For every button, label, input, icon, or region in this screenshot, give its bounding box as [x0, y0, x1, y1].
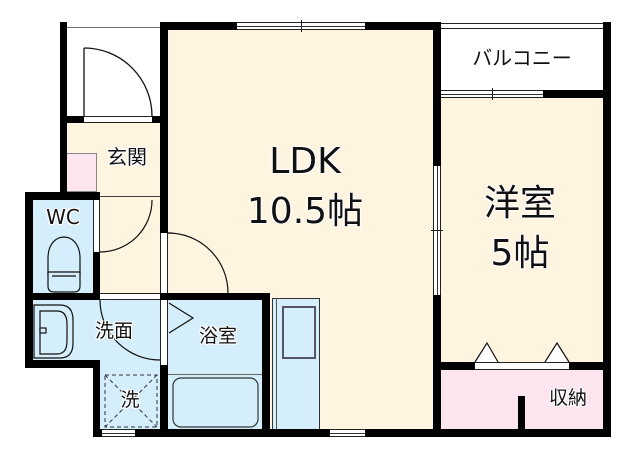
laundry-space-icon: [104, 374, 158, 428]
wc-door-opening: [93, 200, 100, 252]
ldk-window-divider: [301, 20, 302, 32]
wc-door-swing: [99, 199, 153, 253]
entrance-door-opening: [84, 116, 152, 123]
wc-label: WC: [46, 205, 80, 229]
kitchen-window: [330, 429, 365, 437]
balcony-label: バルコニー: [472, 46, 572, 70]
kitchen-sink: [282, 306, 316, 359]
bathroom-label: 浴室: [198, 325, 237, 347]
washbasin-icon: [33, 304, 74, 359]
washroom-door-swing: [99, 299, 161, 361]
entrance-step-line: [100, 196, 160, 197]
entrance-alcove-edge: [67, 27, 160, 28]
ldk-door-swing: [167, 232, 229, 294]
wall-washroom-bottom: [25, 360, 100, 368]
wall-bathroom-left: [160, 365, 168, 437]
wall-wc-left: [25, 192, 33, 368]
ldk-label: LDK: [269, 141, 341, 182]
laundry-label: 洗: [120, 389, 140, 411]
wall-wc-top: [25, 192, 100, 200]
bathroom-door-opening: [160, 300, 168, 365]
wall-wc-bottom: [25, 293, 100, 300]
laundry-window: [102, 429, 135, 437]
bathroom-folding-door-icon: [168, 302, 195, 334]
washroom-label: 洗面: [94, 320, 133, 342]
entrance-label: 玄関: [107, 145, 147, 169]
bathtub-icon: [172, 377, 259, 428]
wall-right: [603, 22, 611, 437]
entrance-door-swing: [83, 47, 153, 117]
toilet-icon: [47, 236, 81, 293]
closet-divider: [518, 396, 525, 430]
western-room-floor: [441, 98, 603, 362]
bath-floor-line: [168, 374, 262, 375]
ldk-size-label: 10.5帖: [246, 191, 364, 232]
balcony-window-divider: [492, 88, 493, 100]
wall-wc-right: [93, 252, 100, 300]
western-room-size-label: 5帖: [490, 233, 550, 274]
wall-ldk-left-upper: [160, 22, 168, 233]
western-room-label: 洋室: [483, 183, 556, 224]
kitchen-counter-edge: [276, 298, 277, 430]
balcony-railing: [441, 23, 603, 29]
wall-entrance-door-left: [60, 116, 84, 123]
washroom-door-opening: [100, 293, 160, 300]
closet-folding-door-right-icon: [544, 341, 570, 363]
ldk-door-opening: [160, 233, 168, 293]
hallway-floor: [100, 195, 160, 293]
shoe-cabinet: [67, 153, 97, 192]
wall-laundry-left: [93, 360, 100, 437]
western-sliding-door-divider: [431, 230, 443, 231]
wall-entrance-left: [60, 22, 67, 200]
wall-bathroom-top: [160, 293, 270, 300]
wall-bathroom-right: [262, 293, 270, 437]
laundry-floor: [100, 360, 160, 429]
closet-label: 収納: [548, 387, 587, 409]
closet-folding-door-left-icon: [474, 341, 499, 363]
closet-door-opening: [475, 362, 569, 370]
